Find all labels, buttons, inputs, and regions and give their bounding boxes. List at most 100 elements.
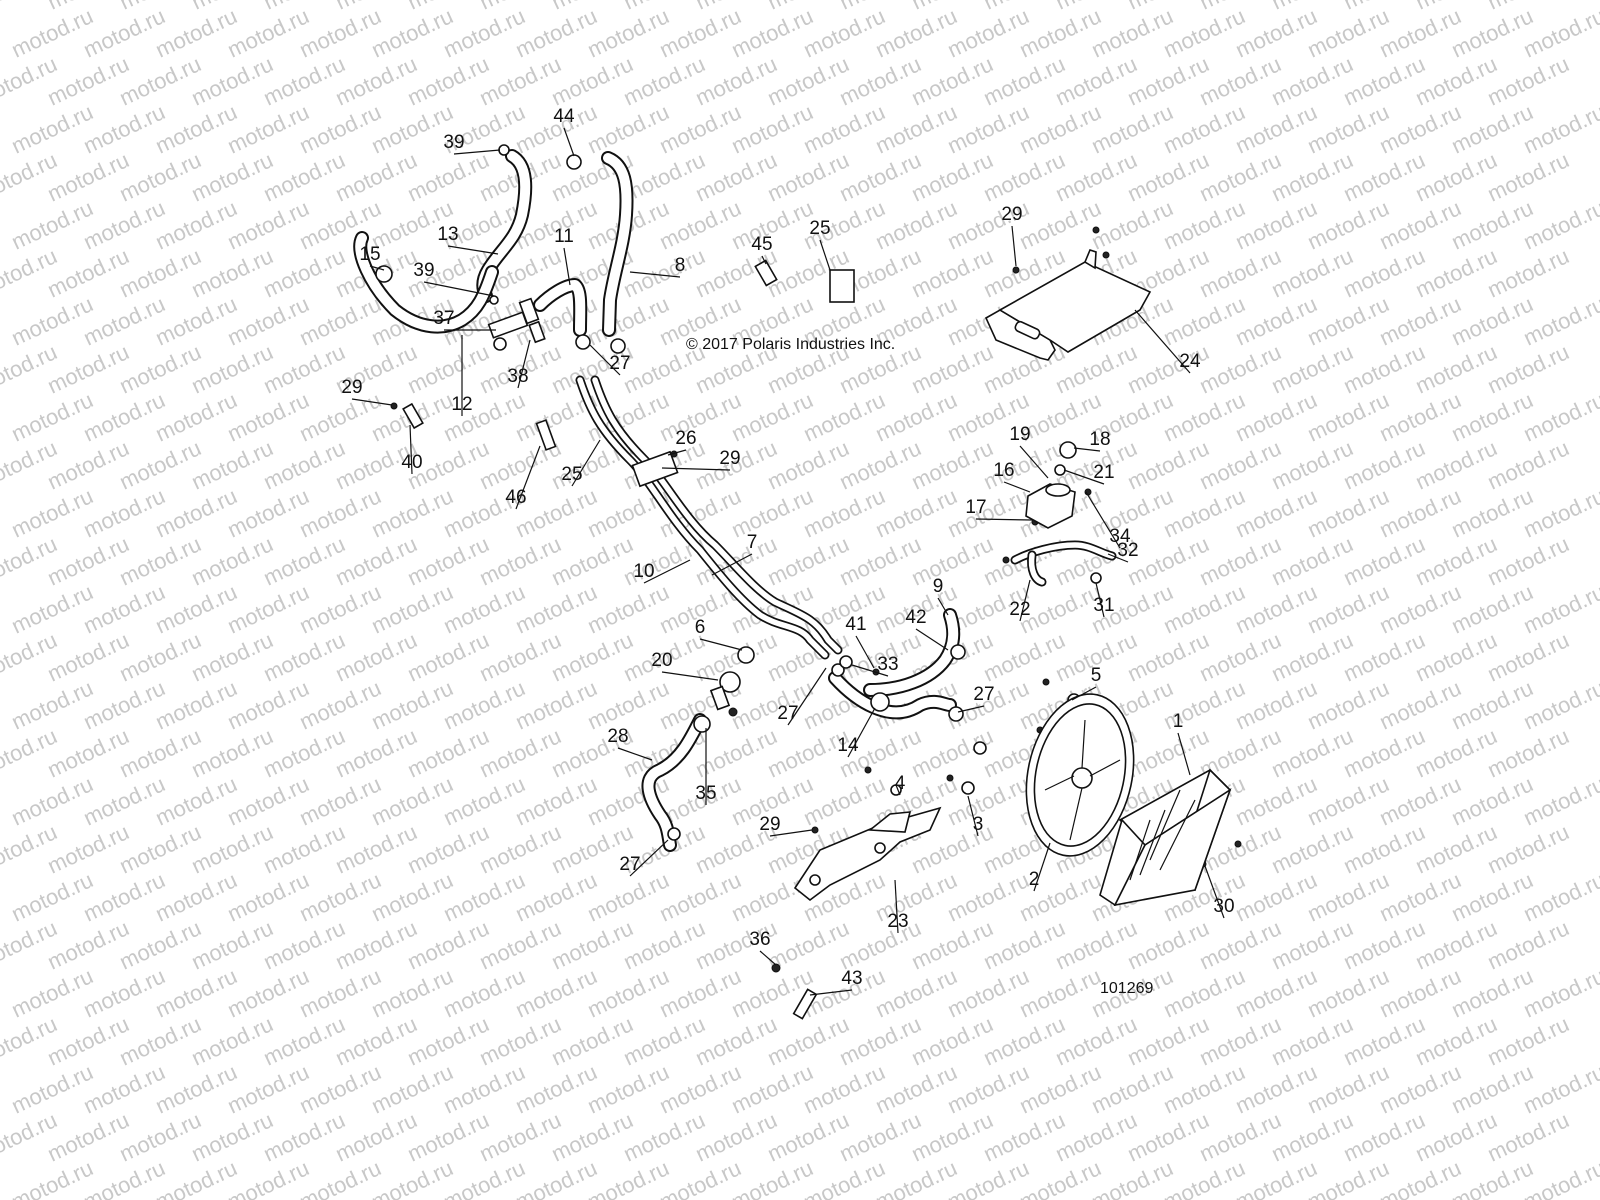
leader-line	[1019, 445, 1049, 479]
callout-label: 42	[905, 607, 926, 628]
leader-line	[661, 467, 731, 471]
callout-label: 13	[437, 224, 458, 245]
callout-label: 19	[1009, 424, 1030, 445]
leader-line	[975, 518, 1033, 521]
leader-line	[787, 667, 827, 726]
callout-label: 9	[933, 576, 944, 597]
leader-line	[711, 553, 753, 576]
leader-line	[453, 149, 501, 155]
leader-line	[571, 439, 601, 487]
leader-line	[847, 707, 876, 758]
leader-line	[1071, 686, 1097, 701]
reservoir-16	[1025, 483, 1076, 529]
leader-line	[643, 559, 691, 584]
callout-label: 43	[841, 968, 862, 989]
leader-line	[1177, 732, 1191, 776]
callout-label: 17	[965, 497, 986, 518]
leader-line	[517, 339, 531, 389]
callout-label: 27	[777, 703, 798, 724]
callout-label: 25	[809, 218, 830, 239]
leader-line	[1033, 842, 1051, 892]
callout-label: 7	[747, 532, 758, 553]
hose-11	[533, 278, 588, 337]
leader-line	[1085, 491, 1121, 549]
callout-label: 8	[675, 255, 686, 276]
leader-line	[629, 839, 669, 877]
leader-line	[409, 424, 413, 475]
callout-label: 26	[675, 428, 696, 449]
leader-line	[895, 784, 901, 796]
fittings	[375, 144, 1242, 1020]
leader-line	[369, 265, 385, 271]
callout-label: 31	[1093, 595, 1114, 616]
leader-line	[851, 664, 889, 677]
callout-label: 46	[505, 487, 526, 508]
callout-label: 4	[895, 773, 906, 794]
callout-label: 39	[413, 260, 434, 281]
hose-14-42	[828, 608, 961, 720]
leader-line	[819, 239, 831, 271]
callout-label: 29	[719, 448, 740, 469]
leader-line	[661, 671, 719, 681]
tube-32	[1010, 540, 1117, 587]
leader-line	[759, 950, 777, 966]
callout-label: 29	[341, 377, 362, 398]
callout-label: 44	[553, 106, 575, 127]
callout-label: 1	[1173, 711, 1184, 732]
leader-line	[809, 989, 853, 996]
callout-label: 6	[695, 617, 706, 638]
callout-label: 39	[443, 132, 464, 153]
callout-label: 27	[609, 353, 630, 374]
leader-line	[563, 127, 575, 157]
leader-line	[667, 449, 687, 456]
callout-label: 30	[1213, 896, 1234, 917]
leader-line	[894, 879, 899, 934]
callout-label: 3	[973, 814, 984, 835]
callout-label: 33	[877, 654, 898, 675]
hose-8	[601, 151, 634, 337]
callout-label: 41	[845, 614, 866, 635]
leader-line	[1003, 481, 1031, 493]
leader-line	[761, 255, 767, 265]
leader-line	[957, 705, 985, 713]
callout-label: 29	[759, 814, 780, 835]
leader-line	[1011, 225, 1017, 267]
callout-label: 20	[651, 650, 672, 671]
callout-label: 27	[973, 684, 994, 705]
bracket-23	[793, 806, 942, 902]
leader-layer	[351, 127, 1225, 996]
fan-2	[1025, 693, 1135, 857]
callout-label: 45	[751, 234, 772, 255]
callout-label: 2	[1029, 869, 1040, 890]
leader-line	[617, 747, 653, 761]
callout-label: 36	[749, 929, 770, 950]
pipe-7-10	[575, 375, 843, 660]
leader-line	[515, 445, 541, 510]
leader-line	[1107, 553, 1129, 563]
leader-line	[423, 281, 495, 297]
callout-label: 15	[359, 244, 380, 265]
callout-label: 25	[561, 464, 582, 485]
tee-37	[487, 297, 540, 339]
leader-line	[769, 829, 813, 837]
callout-label: 18	[1089, 429, 1110, 450]
leader-line	[1073, 447, 1101, 452]
callout-label: 22	[1009, 599, 1030, 620]
hose-12	[353, 231, 499, 334]
callout-label: 10	[633, 561, 654, 582]
callout-label: 32	[1117, 540, 1138, 561]
leader-line	[563, 247, 571, 286]
callout-label: 16	[993, 460, 1014, 481]
callout-label: 28	[607, 726, 628, 747]
callout-label: 27	[619, 854, 640, 875]
leader-line	[699, 638, 743, 651]
leader-line	[937, 597, 949, 616]
callout-label: 37	[433, 308, 454, 329]
callout-label: 24	[1179, 351, 1201, 372]
leader-line	[967, 795, 979, 837]
copyright-text: © 2017 Polaris Industries Inc.	[686, 336, 895, 353]
bracket-24	[984, 249, 1152, 361]
leader-line	[589, 344, 621, 376]
